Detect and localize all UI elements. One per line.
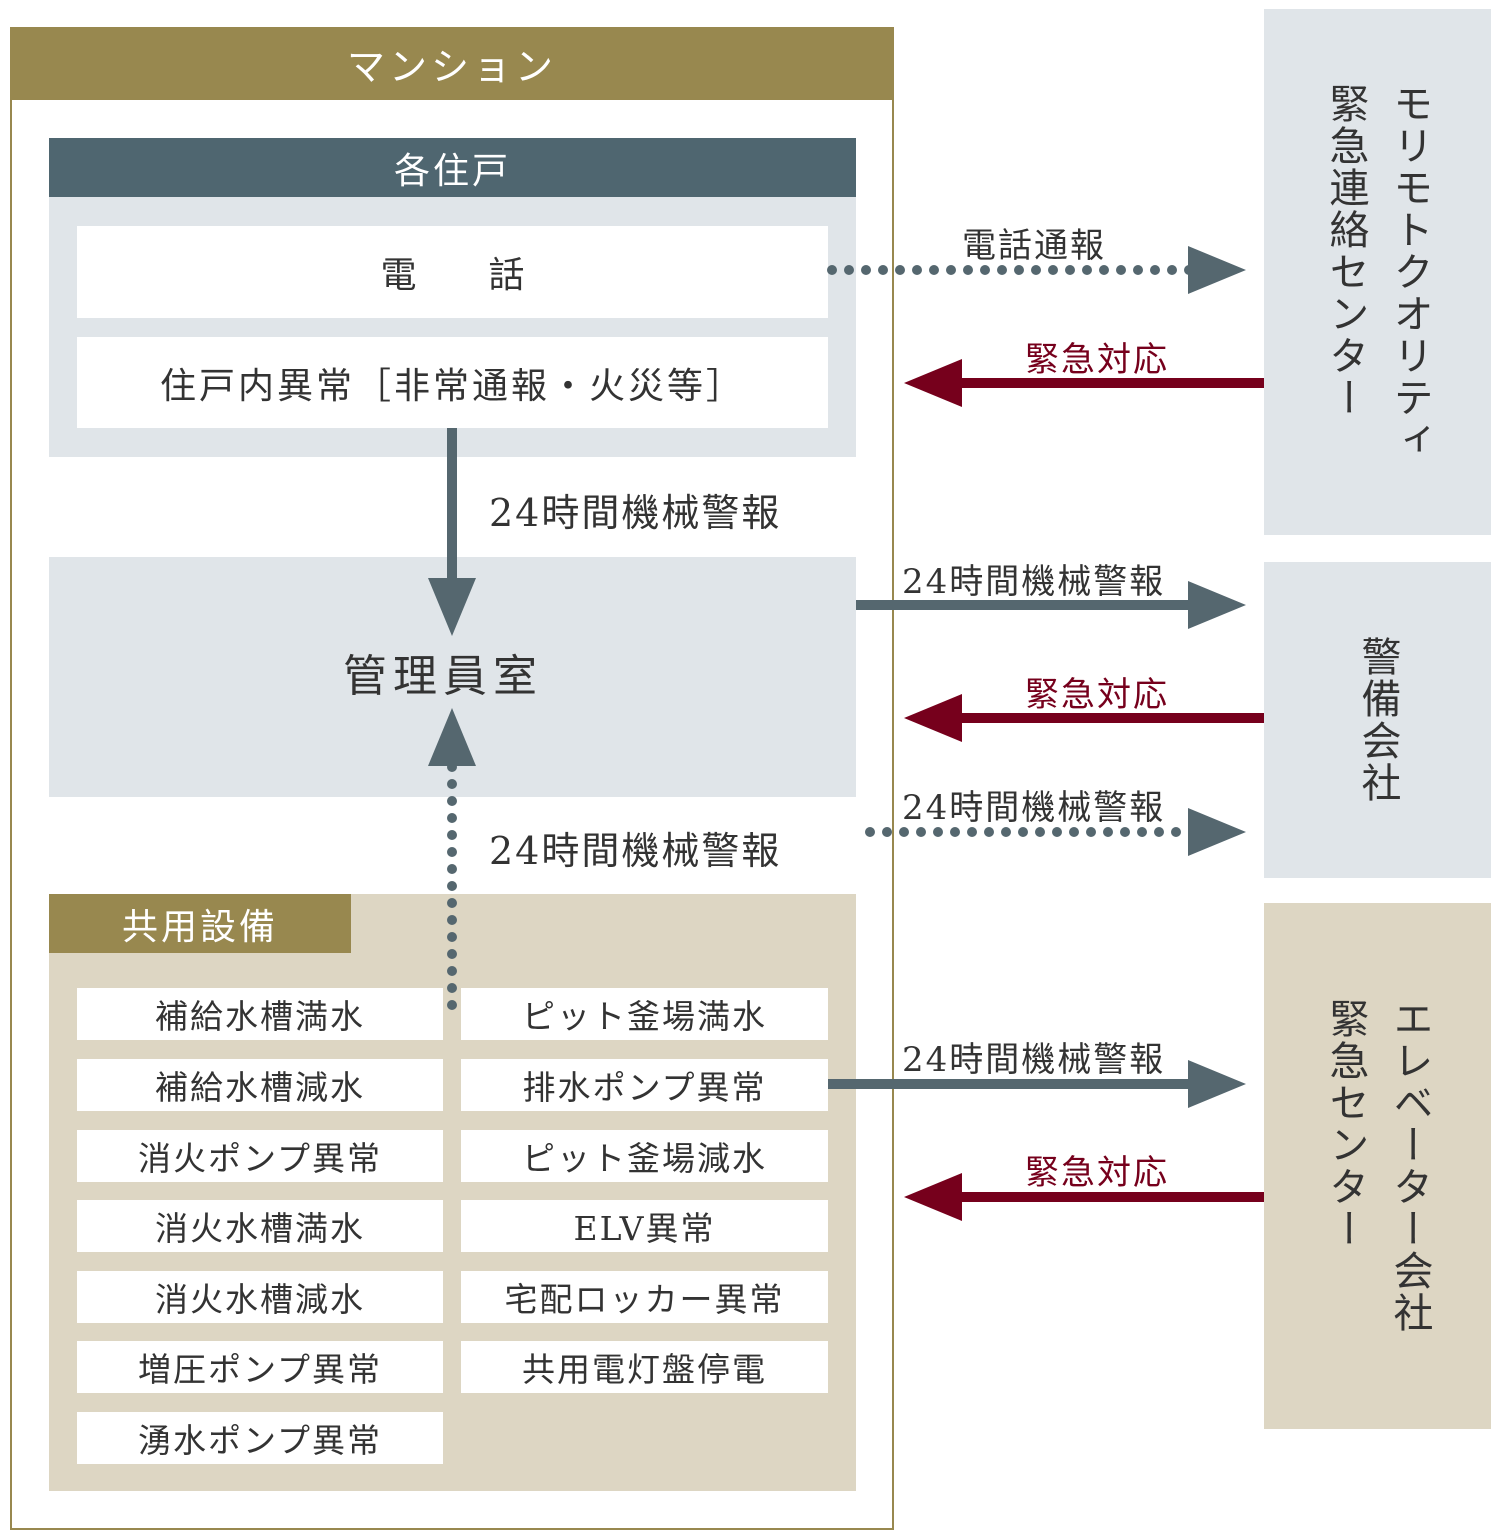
common-header-label: 共用設備 bbox=[121, 906, 278, 948]
common-facility-item: ピット釜場減水 bbox=[461, 1130, 828, 1182]
security-label: 警備会社 bbox=[1354, 636, 1401, 804]
elevator-center-box: エレベーター会社緊急センター bbox=[1264, 903, 1491, 1429]
common-to-security-label: 24時間機械警報 bbox=[902, 788, 1166, 828]
common-to-manager-label: 24時間機械警報 bbox=[489, 829, 782, 873]
common-facility-item: 湧水ポンプ異常 bbox=[77, 1412, 443, 1464]
morimoto-line2: 緊急連絡センター bbox=[1322, 83, 1369, 419]
emergency-label-1: 緊急対応 bbox=[1025, 340, 1169, 380]
phone-label: 電 話 bbox=[380, 255, 525, 296]
arrowhead-up bbox=[428, 708, 476, 766]
common-facility-item: 増圧ポンプ異常 bbox=[77, 1341, 443, 1393]
phone-box: 電 話 bbox=[77, 226, 828, 318]
unit-alarm-box: 住戸内異常［非常通報・火災等］ bbox=[77, 337, 828, 428]
mansion-title: マンション bbox=[346, 45, 557, 89]
morimoto-center-box: モリモトクオリティ緊急連絡センター bbox=[1264, 9, 1491, 535]
units-header-label: 各住戸 bbox=[393, 150, 511, 192]
common-facility-item: 消火水槽減水 bbox=[77, 1271, 443, 1323]
common-facility-item: ピット釜場満水 bbox=[461, 988, 828, 1040]
common-facility-item: 消火水槽満水 bbox=[77, 1200, 443, 1252]
alarm-to-elevator-label: 24時間機械警報 bbox=[902, 1040, 1166, 1080]
elevator-line2: 緊急センター bbox=[1322, 998, 1369, 1250]
common-facility-item: 補給水槽減水 bbox=[77, 1059, 443, 1111]
common-facility-item: 排水ポンプ異常 bbox=[461, 1059, 828, 1111]
emergency-label-3: 緊急対応 bbox=[1025, 1153, 1169, 1193]
common-facility-item: 消火ポンプ異常 bbox=[77, 1130, 443, 1182]
alarm-to-security-label: 24時間機械警報 bbox=[902, 562, 1166, 602]
common-facility-item: 共用電灯盤停電 bbox=[461, 1341, 828, 1393]
phone-report-label: 電話通報 bbox=[962, 226, 1106, 266]
units-to-manager-label: 24時間機械警報 bbox=[489, 491, 782, 535]
mansion-header: マンション bbox=[10, 27, 894, 100]
common-facility-item: 宅配ロッカー異常 bbox=[461, 1271, 828, 1323]
emergency-label-2: 緊急対応 bbox=[1025, 675, 1169, 715]
common-header: 共用設備 bbox=[49, 894, 351, 953]
common-facility-item: ELV異常 bbox=[461, 1200, 828, 1252]
unit-alarm-label: 住戸内異常［非常通報・火災等］ bbox=[159, 365, 745, 407]
elevator-line1: エレベーター会社 bbox=[1386, 998, 1433, 1334]
morimoto-line1: モリモトクオリティ bbox=[1386, 83, 1433, 461]
arrowhead-down bbox=[428, 578, 476, 636]
common-facility-item: 補給水槽満水 bbox=[77, 988, 443, 1040]
units-header: 各住戸 bbox=[49, 138, 856, 197]
security-company-box: 警備会社 bbox=[1264, 562, 1491, 878]
manager-room-label: 管理員室 bbox=[343, 651, 543, 702]
